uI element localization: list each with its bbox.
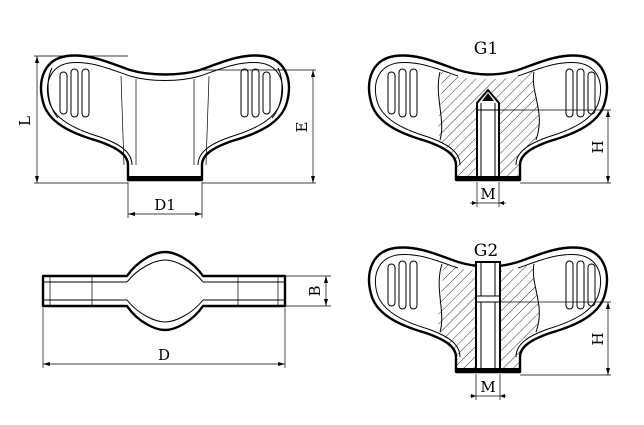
dimension-L: L xyxy=(16,55,128,184)
label-B: B xyxy=(306,285,324,296)
front-view-outline xyxy=(39,54,291,182)
dimension-H-g2: H xyxy=(500,301,611,376)
top-view: B D xyxy=(41,250,331,368)
label-M-g2: M xyxy=(480,378,495,396)
label-L: L xyxy=(16,116,34,126)
label-H-g2: H xyxy=(589,332,607,345)
g2-through-hole xyxy=(475,261,501,373)
dimension-E: E xyxy=(200,69,316,184)
label-E: E xyxy=(293,122,311,133)
front-view-base-band xyxy=(128,176,202,180)
g1-section-view: G1 H xyxy=(367,39,611,207)
dimension-M-g2: M xyxy=(470,374,506,400)
dimension-D1: D1 xyxy=(127,182,203,218)
g2-title: G2 xyxy=(474,241,498,261)
front-view-inner-outline xyxy=(46,61,284,166)
dimension-M-g1: M xyxy=(470,182,506,207)
dimension-D: D xyxy=(42,308,286,368)
g1-outline xyxy=(367,54,609,182)
label-H-g1: H xyxy=(589,140,607,153)
front-view: L E D1 xyxy=(16,54,316,218)
g1-title: G1 xyxy=(474,39,498,59)
front-right-grip-slots xyxy=(240,68,271,118)
dimension-B: B xyxy=(285,275,331,307)
label-M-g1: M xyxy=(480,185,495,203)
front-left-grip-slots xyxy=(59,68,90,118)
top-view-outline xyxy=(41,250,287,332)
label-D: D xyxy=(158,346,170,364)
g1-blind-hole xyxy=(476,88,500,181)
label-D1: D1 xyxy=(154,196,176,214)
dimension-H-g1: H xyxy=(499,109,611,184)
g2-section-view: G2 H xyxy=(367,241,611,400)
